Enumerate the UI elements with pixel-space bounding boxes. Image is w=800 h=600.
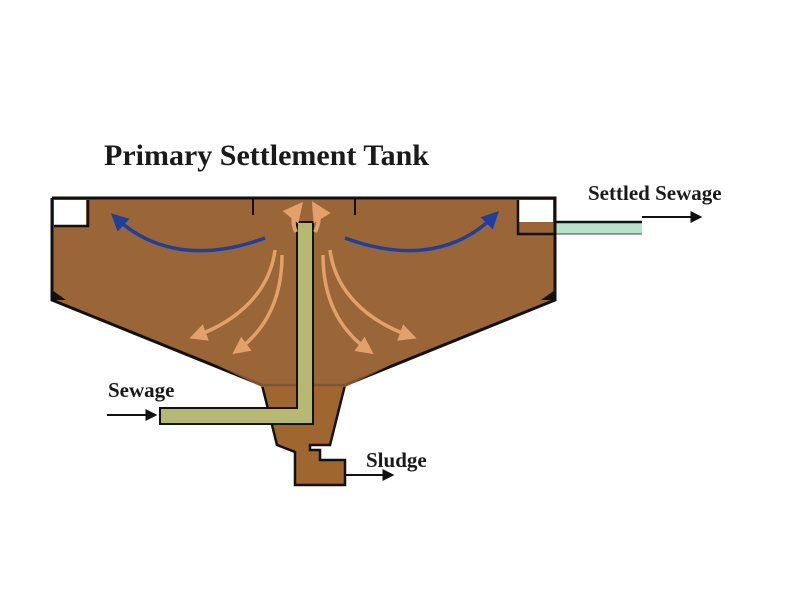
flow-arrow-right (344, 211, 499, 253)
settling-arrow (328, 249, 417, 341)
flow-arrow-left (110, 213, 266, 253)
diagram-title: Primary Settlement Tank (104, 139, 429, 172)
scum-box-wall (54, 200, 90, 228)
weir-box (518, 200, 553, 222)
settling-arrow (232, 254, 284, 355)
weir-box-wall (516, 200, 555, 236)
settling-arrow (189, 249, 277, 341)
outlet-label: Settled Sewage (588, 181, 722, 205)
outlet-channel (555, 222, 642, 234)
settling-arrow (321, 254, 374, 355)
scum-box (54, 200, 86, 226)
sludge-label: Sludge (366, 448, 427, 472)
inlet-label: Sewage (108, 378, 175, 402)
